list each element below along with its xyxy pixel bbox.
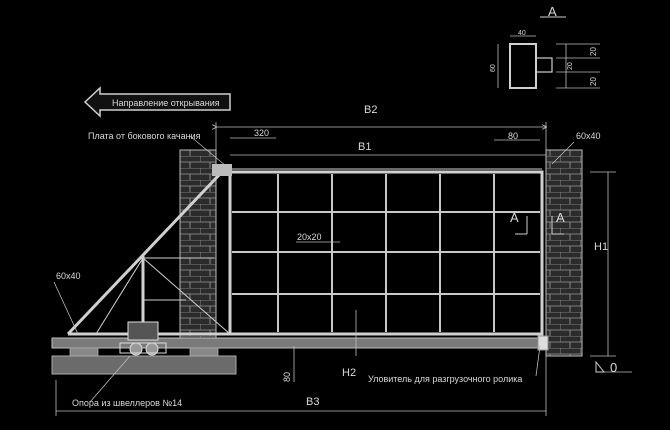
- profile-left-label: 60x40: [56, 271, 81, 281]
- dim-b1: B1: [358, 141, 371, 153]
- section-w40: 40: [518, 30, 526, 37]
- roller-carriage: [119, 321, 167, 356]
- gate-frame: [228, 170, 544, 336]
- support-label: Опора из швеллеров №14: [72, 398, 182, 408]
- dim-320: 320: [254, 128, 269, 138]
- section-d20c: 20: [589, 77, 598, 86]
- right-pillar: [545, 149, 583, 357]
- catcher-label: Уловитель для разгрузочного ролика: [368, 374, 522, 384]
- dim-b3: B3: [306, 396, 319, 408]
- opening-direction-label: Направление открывания: [112, 98, 220, 108]
- section-d20a: 20: [589, 47, 598, 56]
- section-h60: 60: [490, 64, 497, 72]
- left-pillar: [179, 149, 217, 346]
- section-a-view: [497, 16, 600, 89]
- dim-h2: H2: [342, 367, 356, 379]
- dimension-lines: [53, 122, 632, 416]
- grid-cell-label: 20x20: [297, 232, 322, 242]
- dim-80-top: 80: [508, 131, 518, 141]
- section-title: A: [548, 4, 557, 19]
- catcher: [537, 335, 549, 351]
- zero-label: 0: [610, 360, 617, 375]
- cut-mark-left: A: [510, 210, 519, 225]
- dim-h1: H1: [594, 241, 608, 253]
- truss: [66, 172, 232, 336]
- top-plate: [212, 164, 542, 176]
- profile-label: 60x40: [576, 131, 601, 141]
- dim-80-bottom: 80: [282, 372, 292, 382]
- cut-mark-right: A: [556, 210, 565, 225]
- opening-direction-arrow: Направление открывания: [83, 86, 231, 118]
- dim-b2: B2: [364, 104, 377, 116]
- section-d20b: 20: [567, 62, 574, 70]
- gate-grid: [232, 174, 540, 332]
- plate-label: Плата от бокового качания: [88, 131, 201, 141]
